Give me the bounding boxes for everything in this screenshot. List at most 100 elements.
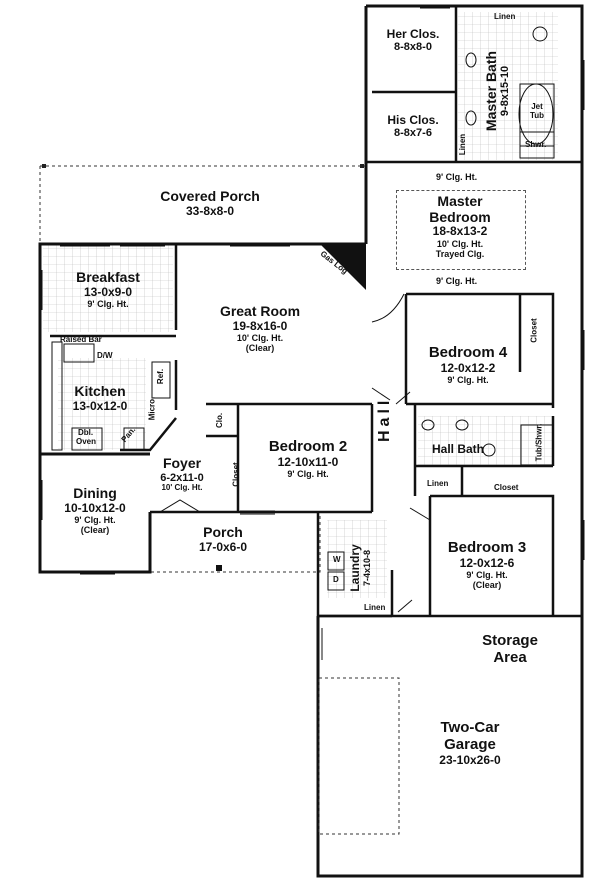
porch-label: Porch 17-0x6-0	[188, 524, 258, 554]
bedroom4-label: Bedroom 4 12-0x12-2 9' Clg. Ht.	[412, 344, 524, 386]
covered-porch-posts	[42, 164, 364, 168]
foyer-name: Foyer	[162, 455, 202, 471]
master-bedroom-dims: 18-8x13-2	[432, 224, 488, 239]
master-bedroom-note2: Trayed Clg.	[435, 248, 485, 259]
master-bedroom-name2: Bedroom	[429, 208, 491, 225]
storage-name2: Area	[493, 648, 527, 666]
exterior-walls	[38, 4, 584, 878]
kitchen-label: Kitchen 13-0x12-0	[60, 383, 140, 413]
master-bedroom-label: Master Bedroom 18-8x13-2 10' Clg. Ht. Tr…	[400, 193, 520, 259]
master-bath-name: Master Bath	[483, 50, 499, 132]
foyer-note: 10' Clg. Ht.	[161, 482, 203, 492]
porch-post	[216, 565, 222, 571]
doors	[159, 293, 431, 660]
double-oven-label-1: Dbl.	[78, 428, 94, 437]
her-closet-label: Her Clos. 8-8x8-0	[378, 27, 448, 54]
bedroom3-note2: (Clear)	[472, 580, 502, 591]
porch-name: Porch	[203, 524, 243, 540]
master-bath-label: Master Bath 9-8x15-10	[483, 41, 513, 141]
his-closet-name: His Clos.	[387, 113, 439, 127]
clo-label: Clo.	[215, 412, 225, 429]
hall-label: Hall	[376, 396, 393, 442]
foyer-dims: 6-2x11-0	[160, 471, 204, 484]
bedroom3-label: Bedroom 3 12-0x12-6 9' Clg. Ht. (Clear)	[432, 539, 542, 591]
bedroom4-name: Bedroom 4	[428, 344, 508, 361]
master-bedroom-name1: Master	[437, 193, 483, 209]
tub-shower-label: Tub/Shwr.	[534, 423, 544, 462]
closet-bedroom3: Closet	[494, 483, 519, 492]
washer-label: W	[333, 555, 341, 564]
hall-bath-tile	[418, 416, 553, 466]
dining-dims: 10-10x12-0	[64, 500, 126, 515]
great-room-note: 10' Clg. Ht.	[236, 333, 284, 344]
kitchen-name: Kitchen	[74, 383, 126, 399]
breakfast-note: 9' Clg. Ht.	[87, 299, 129, 310]
fireplace	[320, 244, 366, 290]
garage-label: Two-Car Garage 23-10x26-0	[420, 719, 520, 767]
dining-label: Dining 10-10x12-0 9' Clg. Ht. (Clear)	[50, 485, 140, 536]
dining-name: Dining	[73, 485, 117, 501]
master-bath-dims: 9-8x15-10	[499, 65, 511, 117]
breakfast-dims: 13-0x9-0	[83, 284, 133, 299]
raised-bar-label: Raised Bar	[60, 335, 102, 344]
foyer-label: Foyer 6-2x11-0 10' Clg. Ht.	[150, 455, 214, 493]
covered-porch-dims: 33-8x8-0	[185, 203, 235, 218]
closet-bedroom4: Closet	[529, 318, 539, 343]
master-bedroom-note: 10' Clg. Ht.	[436, 238, 484, 249]
great-room-dims: 19-8x16-0	[232, 318, 288, 333]
laundry-label: Laundry 7-4x10-8	[348, 533, 374, 603]
interior-walls	[50, 6, 582, 618]
garage-dims: 23-10x26-0	[439, 752, 501, 767]
bedroom2-name: Bedroom 2	[268, 438, 348, 455]
laundry-name: Laundry	[348, 544, 362, 592]
kitchen-dims: 13-0x12-0	[72, 398, 128, 413]
breakfast-tile	[43, 244, 173, 332]
microwave-label: Micro.	[147, 396, 157, 421]
her-closet-dims: 8-8x8-0	[394, 41, 432, 54]
laundry-tile	[327, 520, 387, 598]
bedroom4-note: 9' Clg. Ht.	[447, 375, 489, 386]
covered-porch-label: Covered Porch 33-8x8-0	[140, 188, 280, 218]
linen-hall: Linen	[427, 479, 449, 488]
breakfast-name: Breakfast	[76, 269, 140, 285]
bedroom3-name: Bedroom 3	[447, 539, 527, 556]
dining-note: 9' Clg. Ht.	[74, 515, 116, 526]
garage-door	[318, 677, 400, 835]
jet-tub-label: Jet Tub	[529, 102, 545, 120]
great-room-note2: (Clear)	[245, 343, 275, 354]
breakfast-label: Breakfast 13-0x9-0 9' Clg. Ht.	[58, 269, 158, 310]
clg-height-top: 9' Clg. Ht.	[436, 172, 478, 182]
covered-porch-outline	[39, 165, 366, 244]
garage-name1: Two-Car	[440, 719, 500, 736]
great-room-name: Great Room	[219, 303, 301, 319]
closet-bedroom2: Closet	[231, 462, 241, 487]
hall-bath-label: Hall Bath	[418, 442, 498, 456]
laundry-dims: 7-4x10-8	[362, 549, 372, 587]
his-closet-dims: 8-8x7-6	[394, 127, 432, 140]
tray-ceiling-outline	[396, 190, 526, 270]
bedroom2-note: 9' Clg. Ht.	[287, 469, 329, 480]
clg-height-mid: 9' Clg. Ht.	[436, 276, 478, 286]
dryer-label: D	[333, 575, 339, 584]
garage-name2: Garage	[444, 735, 496, 753]
linen-bath: Linen	[458, 133, 468, 156]
shower-label: Shwr.	[525, 140, 547, 149]
bedroom2-label: Bedroom 2 12-10x11-0 9' Clg. Ht.	[252, 438, 364, 480]
storage-name1: Storage	[482, 632, 538, 649]
dining-note2: (Clear)	[80, 525, 110, 536]
fridge-label: Ref.	[156, 368, 166, 385]
great-room-label: Great Room 19-8x16-0 10' Clg. Ht. (Clear…	[200, 303, 320, 354]
her-closet-name: Her Clos.	[386, 27, 440, 41]
bedroom4-dims: 12-0x12-2	[440, 360, 496, 375]
fixtures	[51, 26, 555, 591]
covered-porch-name: Covered Porch	[160, 188, 260, 204]
bedroom3-note: 9' Clg. Ht.	[466, 570, 508, 581]
double-oven-label-2: Oven	[76, 437, 97, 446]
bedroom2-dims: 12-10x11-0	[277, 454, 339, 469]
bedroom3-dims: 12-0x12-6	[459, 555, 515, 570]
dishwasher-label: D/W	[97, 351, 113, 360]
windows	[38, 4, 585, 575]
hall-bath-name: Hall Bath	[431, 442, 484, 456]
linen-laundry: Linen	[364, 603, 386, 612]
